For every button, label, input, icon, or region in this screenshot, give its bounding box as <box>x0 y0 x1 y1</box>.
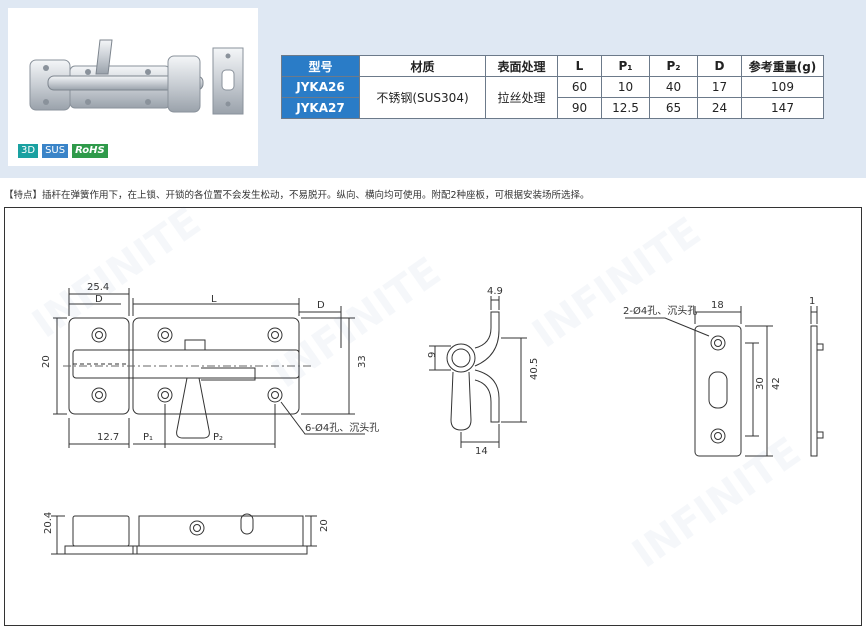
note-2-holes: 2-Ø4孔、沉头孔 <box>623 304 697 317</box>
cell-p2: 40 <box>649 76 698 98</box>
dim-d-right: D <box>317 300 325 311</box>
header-weight: 参考重量(g) <box>741 55 824 77</box>
technical-drawing-frame: 25.4 D L D 20 33 12.7 P₁ P₂ 6-Ø4孔、沉头孔 4.… <box>4 207 862 626</box>
header-finish: 表面处理 <box>485 55 558 77</box>
technical-drawing: 25.4 D L D 20 33 12.7 P₁ P₂ 6-Ø4孔、沉头孔 4.… <box>41 282 824 555</box>
cell-model: JYKA26 <box>281 76 360 98</box>
dim-42: 42 <box>771 377 782 390</box>
bolt-latch-photo <box>29 39 244 115</box>
dim-20-bottom: 20 <box>319 519 330 532</box>
header-l: L <box>557 55 602 77</box>
cell-p2: 65 <box>649 97 698 119</box>
dim-20: 20 <box>41 355 52 368</box>
spec-header-row: 型号 材质 表面处理 L P₁ P₂ D 参考重量(g) <box>281 55 824 77</box>
dim-9: 9 <box>427 352 438 358</box>
feature-text: 【特点】插杆在弹簧作用下，在上锁、开锁的各位置不会发生松动，不易脱开。纵向、横向… <box>4 190 590 201</box>
dim-1: 1 <box>809 296 815 307</box>
cell-d: 24 <box>697 97 742 119</box>
dim-12-7: 12.7 <box>97 432 119 443</box>
spec-table: 型号 材质 表面处理 L P₁ P₂ D 参考重量(g) JYKA26 不锈钢(… <box>281 55 824 119</box>
dim-40-5: 40.5 <box>529 358 540 380</box>
dim-30: 30 <box>755 377 766 390</box>
note-6-holes: 6-Ø4孔、沉头孔 <box>305 421 379 434</box>
header-material: 材质 <box>359 55 486 77</box>
cell-p1: 12.5 <box>601 97 650 119</box>
cell-weight: 147 <box>741 97 824 119</box>
cell-d: 17 <box>697 76 742 98</box>
cell-material: 不锈钢(SUS304) <box>359 76 486 119</box>
table-row: JYKA26 不锈钢(SUS304) 拉丝处理 60 10 40 17 109 <box>281 76 824 119</box>
badge-rohs: RoHS <box>72 144 108 158</box>
dim-20-4: 20.4 <box>43 512 54 534</box>
dim-l: L <box>211 294 217 305</box>
product-photo: 3D SUS RoHS <box>8 8 258 166</box>
header-p2: P₂ <box>649 55 698 77</box>
cell-finish: 拉丝处理 <box>485 76 558 119</box>
cell-l: 90 <box>557 97 602 119</box>
dim-p1: P₁ <box>143 432 153 443</box>
dim-14: 14 <box>475 446 488 457</box>
dim-d-left: D <box>95 294 103 305</box>
badge-3d: 3D <box>18 144 39 158</box>
badge-sus: SUS <box>42 144 69 158</box>
dim-33: 33 <box>357 355 368 368</box>
cell-weight: 109 <box>741 76 824 98</box>
dim-p2: P₂ <box>213 432 223 443</box>
header-model: 型号 <box>281 55 360 77</box>
dim-4-9: 4.9 <box>487 286 503 297</box>
header-p1: P₁ <box>601 55 650 77</box>
cell-l: 60 <box>557 76 602 98</box>
cell-model: JYKA27 <box>281 97 360 119</box>
dim-25-4: 25.4 <box>87 282 109 293</box>
table-row: JYKA27 90 12.5 65 24 147 <box>281 97 824 119</box>
cell-p1: 10 <box>601 76 650 98</box>
dim-18: 18 <box>711 300 724 311</box>
badge-group: 3D SUS RoHS <box>18 144 108 158</box>
header-d: D <box>697 55 742 77</box>
